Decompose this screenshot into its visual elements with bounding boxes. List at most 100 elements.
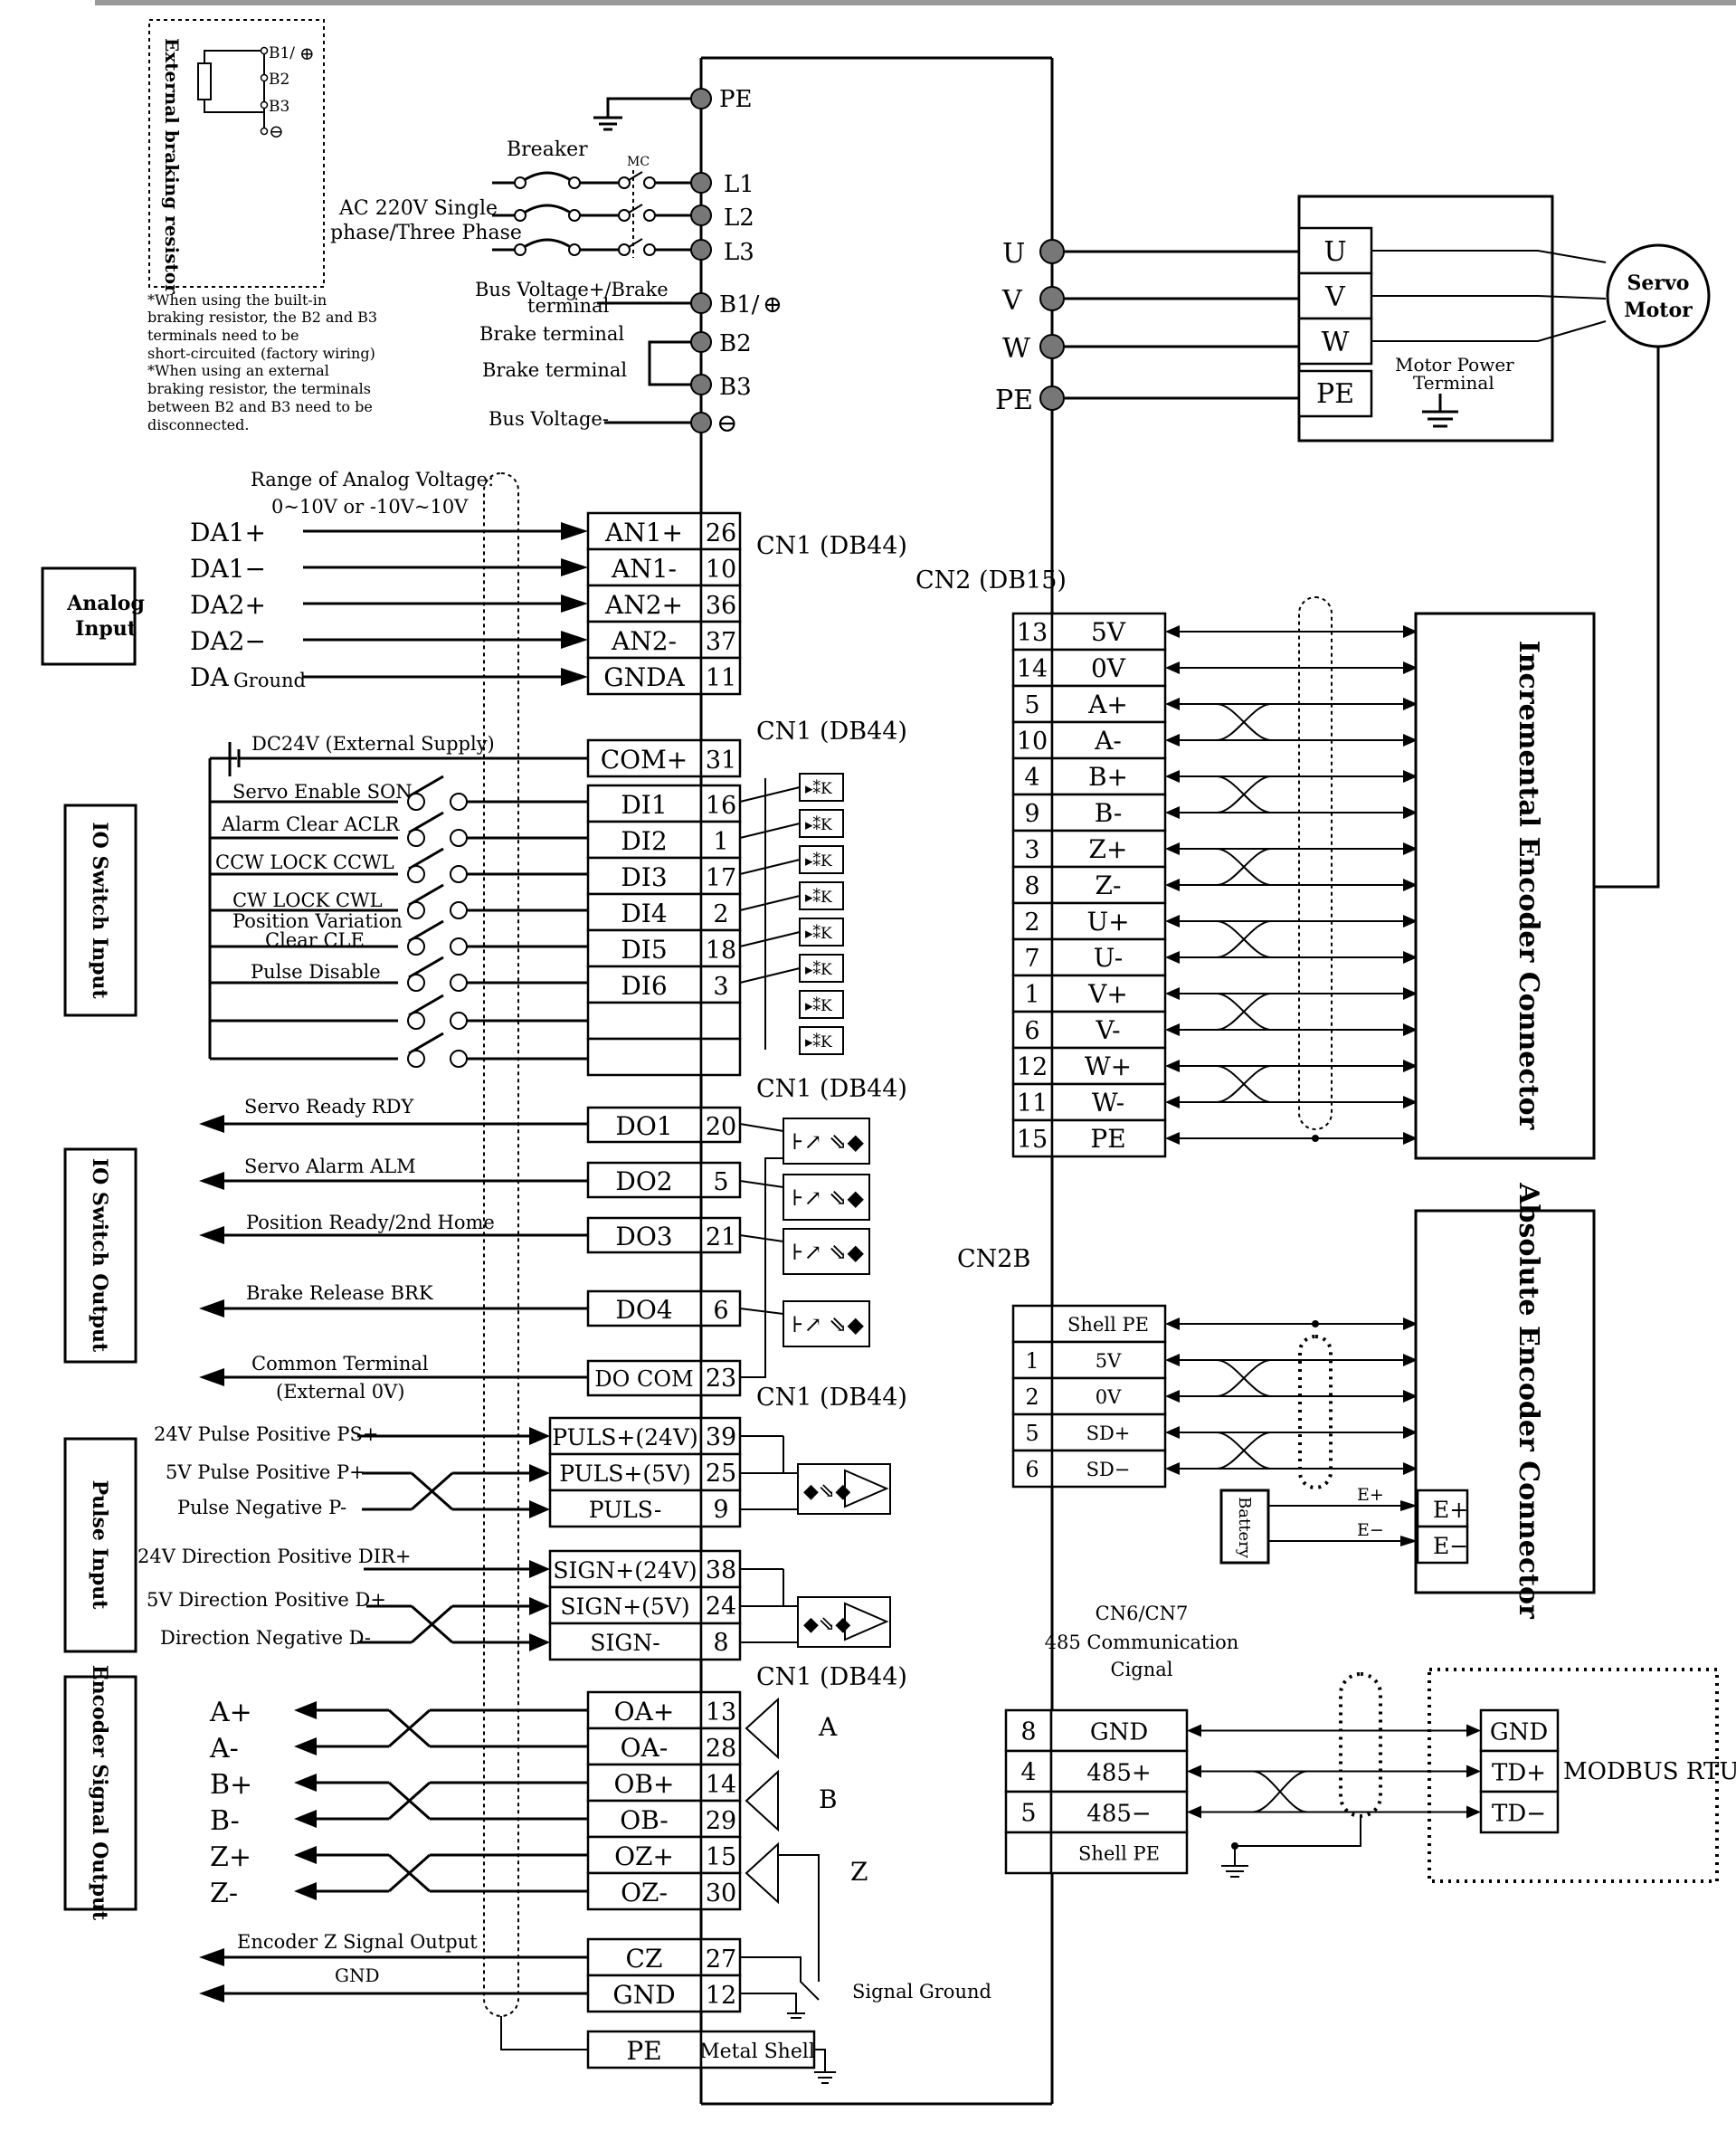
- left-shield-cable: [483, 472, 519, 2017]
- incremental-encoder-label: Incremental Encoder Connector: [1513, 641, 1544, 1131]
- b3-terminal: B3: [719, 374, 752, 401]
- position-variation-label: Position Variation: [232, 910, 403, 932]
- cn2b-row: [1011, 1413, 1054, 1452]
- motor-section: U V W PE U V W PE Motor Power Terminal S…: [995, 195, 1711, 889]
- cn2-pin-name: U-: [1094, 943, 1124, 973]
- metal-shell-label: Metal Shell: [699, 2041, 815, 2063]
- cn2-pin-name: B-: [1095, 798, 1123, 828]
- minus-circle-icon: ⊖: [716, 408, 737, 438]
- b-minus-label: B-: [210, 1805, 240, 1837]
- modbus-pin-label: GND: [1490, 1719, 1548, 1746]
- cn2-row-name: [1050, 1010, 1167, 1050]
- svg-text:⊦↗ ⇘◆: ⊦↗ ⇘◆: [792, 1240, 864, 1265]
- svg-text:braking resistor, the B2 and B: braking resistor, the B2 and B3: [147, 309, 377, 326]
- cn6-pin-num: 5: [1020, 1800, 1036, 1828]
- pin-num-5: 5: [713, 1168, 728, 1196]
- svg-text:disconnected.: disconnected.: [147, 416, 249, 433]
- pin-gnda: GNDA: [603, 662, 685, 692]
- power-section: Breaker MC: [330, 86, 783, 438]
- cn2-pin-num: 6: [1024, 1017, 1039, 1045]
- pin-num-13: 13: [706, 1698, 736, 1727]
- modbus-pin: [1479, 1749, 1560, 1793]
- io-output-section: CN1 (DB44) Servo Ready RDY Servo Alarm A…: [199, 1075, 907, 1403]
- cn6-row: [1004, 1831, 1053, 1875]
- ccwl-label: CCW LOCK CCWL: [215, 851, 394, 873]
- svg-text:▸⁑K: ▸⁑K: [805, 996, 832, 1015]
- cn6-title: CN6/CN7: [1096, 1603, 1189, 1624]
- pin-di1: DI1: [621, 790, 667, 820]
- svg-text:terminals need to be: terminals need to be: [147, 327, 299, 344]
- cn2-pin-name: Z+: [1089, 834, 1128, 864]
- encoder-signal-output-label: Encoder Signal Output: [88, 1665, 111, 1921]
- rdy-label: Servo Ready RDY: [244, 1096, 414, 1118]
- external-braking-resistor: External braking resistor B1/ B2 B3 ⊕ ⊖: [148, 19, 325, 294]
- aclr-label: Alarm Clear ACLR: [221, 813, 401, 835]
- cn2b-row-name: [1050, 1304, 1167, 1344]
- analog-range-label-2: 0~10V or -10V~10V: [271, 496, 469, 518]
- ac-supply-label-2: phase/Three Phase: [330, 222, 522, 244]
- cn6-pin-name: Shell PE: [1078, 1843, 1160, 1865]
- pulse-input-section: CN1 (DB44) 24V Pulse Positive PS+ 5V Pul…: [138, 1384, 907, 1661]
- pin-an2-plus: AN2+: [604, 590, 683, 620]
- svg-text:▸⁑K: ▸⁑K: [805, 960, 832, 979]
- battery-box: [1219, 1489, 1270, 1565]
- pin-do2: DO2: [615, 1166, 672, 1196]
- analog-input-section: Range of Analog Voltage: 0~10V or -10V~1…: [190, 469, 907, 696]
- pin-num-3: 3: [713, 973, 728, 1001]
- pin-di4: DI4: [621, 899, 667, 928]
- cn2b-row: [1011, 1304, 1054, 1344]
- modbus-rtu-label: MODBUS RTU: [1563, 1758, 1736, 1785]
- pin-num-31: 31: [706, 747, 736, 775]
- pulse-disable-label: Pulse Disable: [251, 961, 381, 983]
- cn2-row: [1011, 865, 1054, 905]
- common-terminal-label: Common Terminal: [251, 1353, 429, 1375]
- cn2-pin-name: V+: [1087, 979, 1128, 1009]
- da1-minus-label: DA1−: [190, 554, 266, 584]
- cn2-pin-name: A-: [1094, 726, 1122, 756]
- pin-oz-plus: OZ+: [614, 1841, 674, 1871]
- brake-terminal-label-1: Brake terminal: [479, 323, 624, 345]
- pin-num-16: 16: [706, 792, 736, 820]
- pin-num-28: 28: [706, 1735, 736, 1763]
- encoder-output-wires: [199, 1701, 588, 2003]
- cn2b-pin-num: 1: [1025, 1348, 1039, 1374]
- line-driver-icons: [740, 1697, 836, 2084]
- cn6-title-2: 485 Communication: [1045, 1632, 1239, 1653]
- cn2b-pin-num: 6: [1025, 1457, 1039, 1482]
- servo-motor-label: Servo: [1627, 271, 1690, 295]
- pin-sign-5v: SIGN+(5V): [560, 1593, 689, 1620]
- cn2-pin-name: U+: [1086, 907, 1129, 937]
- cn1-label-encoder: CN1 (DB44): [756, 1663, 907, 1691]
- pin-num-36: 36: [706, 592, 736, 620]
- cn6-row-name: [1049, 1749, 1189, 1793]
- cn2b-pin-name: SD+: [1086, 1422, 1131, 1444]
- external-0v-label: (External 0V): [276, 1381, 404, 1403]
- cn6-pin-name: 485+: [1086, 1760, 1151, 1787]
- pin-puls-minus: PULS-: [589, 1497, 662, 1523]
- pin-di3: DI3: [621, 862, 667, 892]
- pulse-optocoupler-icons: ◆⇘◆ ◆⇘◆: [740, 1435, 891, 1648]
- pin-an1-plus: AN1+: [604, 518, 683, 547]
- cn2-row-name: [1050, 901, 1167, 941]
- cn2-pin-num: 9: [1024, 800, 1039, 828]
- d-plus-label: 5V Direction Positive D+: [147, 1589, 386, 1611]
- breaker-lines: [492, 170, 701, 258]
- modbus-pin-label: TD+: [1492, 1760, 1546, 1787]
- shield-to-pe: [500, 2016, 588, 2050]
- pin-ob-minus: OB-: [620, 1805, 669, 1835]
- cn2-pin-name: A+: [1087, 690, 1128, 719]
- pin-num-39: 39: [706, 1423, 736, 1451]
- l2-terminal: L2: [724, 205, 754, 232]
- cn6-row-name: [1049, 1831, 1189, 1875]
- io-input-section: CN1 (DB44) DC24V (External Supply) Servo…: [208, 718, 907, 1077]
- cz-output-label: Encoder Z Signal Output: [237, 1931, 478, 1953]
- pin-num-38: 38: [706, 1556, 736, 1584]
- pin-do1: DO1: [615, 1111, 672, 1141]
- pin-num-15: 15: [706, 1843, 736, 1871]
- pin-di2: DI2: [621, 826, 667, 856]
- pin-num-9: 9: [713, 1496, 728, 1524]
- modbus-pin-label: TD−: [1492, 1801, 1546, 1828]
- cn2-row: [1011, 793, 1054, 832]
- input-optocoupler-icons: ▸⁑K ▸⁑K ▸⁑K ▸⁑K ▸⁑K ▸⁑K ▸⁑K ▸⁑K: [739, 773, 844, 1055]
- son-label: Servo Enable SON: [232, 781, 413, 803]
